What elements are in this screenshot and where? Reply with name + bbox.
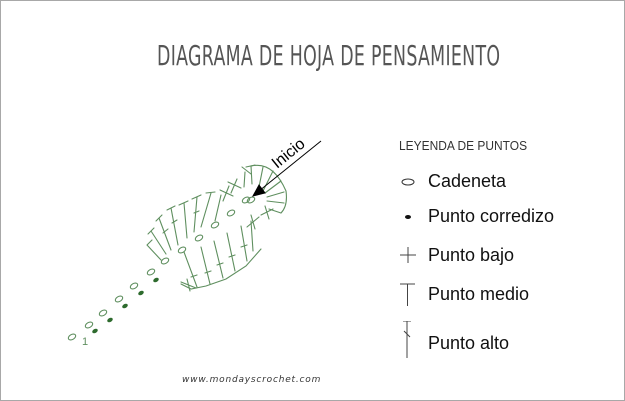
lower-stitches [180,205,282,292]
page-title: DIAGRAMA DE HOJA DE PENSAMIENTO [157,39,501,72]
plus-icon [400,247,416,263]
website-credit: www.mondayscrochet.com [182,375,322,385]
chain-oval-icon [401,178,415,186]
slip-dot-icon [405,215,411,219]
chain-stitches [67,196,251,341]
legend-label: Punto medio [428,284,530,304]
slip-stitches [92,277,159,334]
t-bar-icon [400,283,415,306]
legend-label: Cadeneta [428,171,507,191]
upper-stitches [146,164,287,261]
legend-title: LEYENDA DE PUNTOS [399,138,528,153]
start-arrow [252,140,322,197]
t-bar-slash-icon [403,321,411,358]
legend-label: Punto alto [428,333,510,353]
legend-label: Punto corredizo [428,206,555,226]
legend-label: Punto bajo [428,245,515,265]
row-number: 1 [82,336,88,348]
